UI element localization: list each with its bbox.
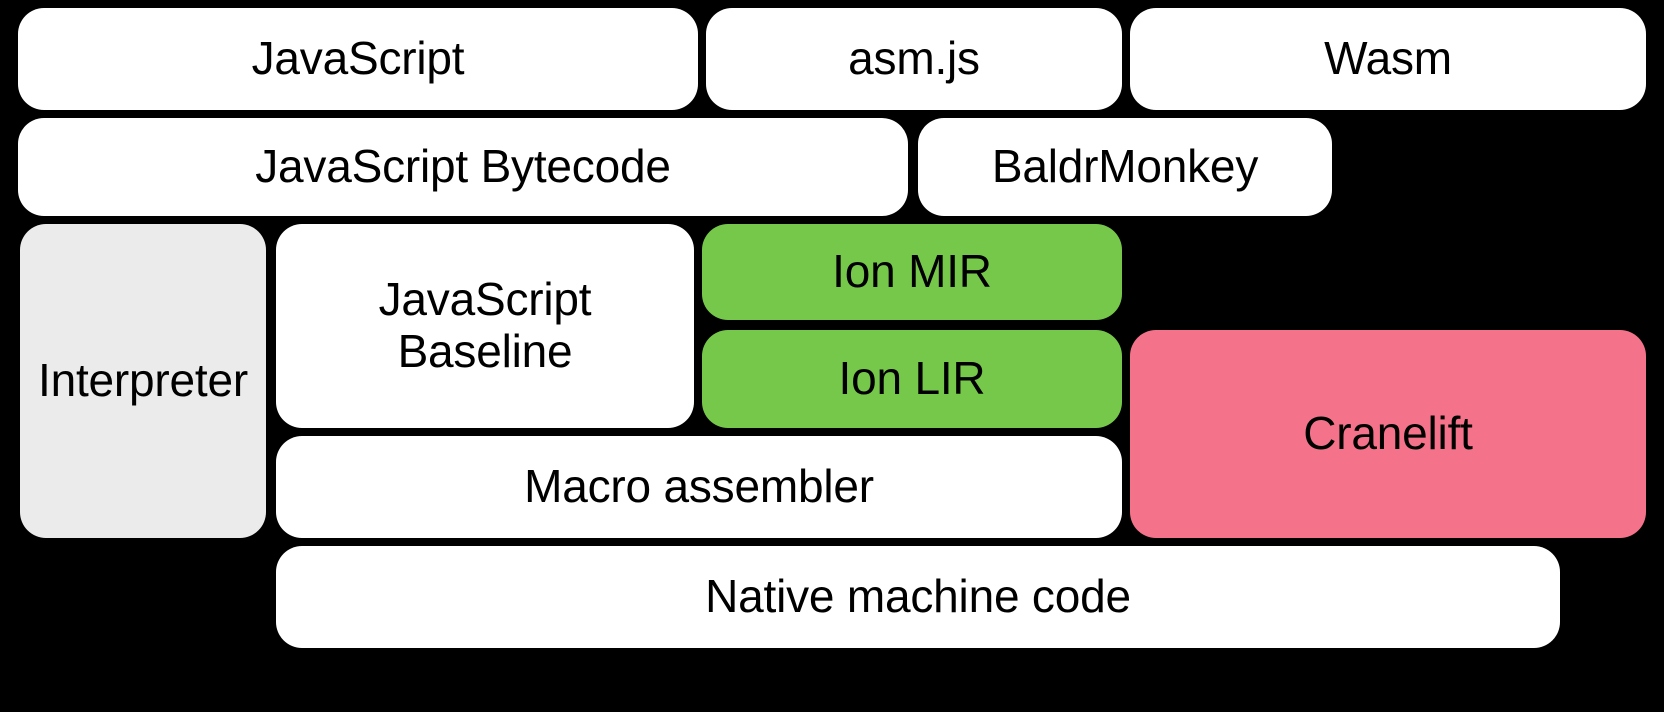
node-wasm: Wasm — [1130, 8, 1646, 110]
node-label: Cranelift — [1303, 407, 1473, 460]
node-javascript-source: JavaScript — [18, 8, 698, 110]
node-javascript-baseline: JavaScript Baseline — [276, 224, 694, 428]
node-label: Ion LIR — [838, 352, 986, 405]
node-label: JavaScript — [251, 32, 465, 85]
node-macro-assembler: Macro assembler — [276, 436, 1122, 538]
node-label: Wasm — [1324, 32, 1452, 85]
node-label: Ion MIR — [832, 245, 992, 298]
node-label: Native machine code — [705, 570, 1131, 623]
node-label: JavaScript Bytecode — [255, 140, 671, 193]
node-ion-mir: Ion MIR — [702, 224, 1122, 320]
node-label: Interpreter — [37, 354, 248, 407]
node-asm-js: asm.js — [706, 8, 1122, 110]
node-label: asm.js — [848, 32, 980, 85]
node-javascript-bytecode: JavaScript Bytecode — [18, 118, 908, 216]
node-label: BaldrMonkey — [991, 140, 1259, 193]
node-cranelift: Cranelift — [1130, 330, 1646, 538]
node-native-machine-code: Native machine code — [276, 546, 1560, 648]
node-baldrmonkey: BaldrMonkey — [918, 118, 1332, 216]
node-label: JavaScript Baseline — [378, 273, 592, 377]
node-label: Macro assembler — [524, 460, 874, 513]
node-interpreter: Interpreter — [20, 224, 266, 538]
node-ion-lir: Ion LIR — [702, 330, 1122, 428]
